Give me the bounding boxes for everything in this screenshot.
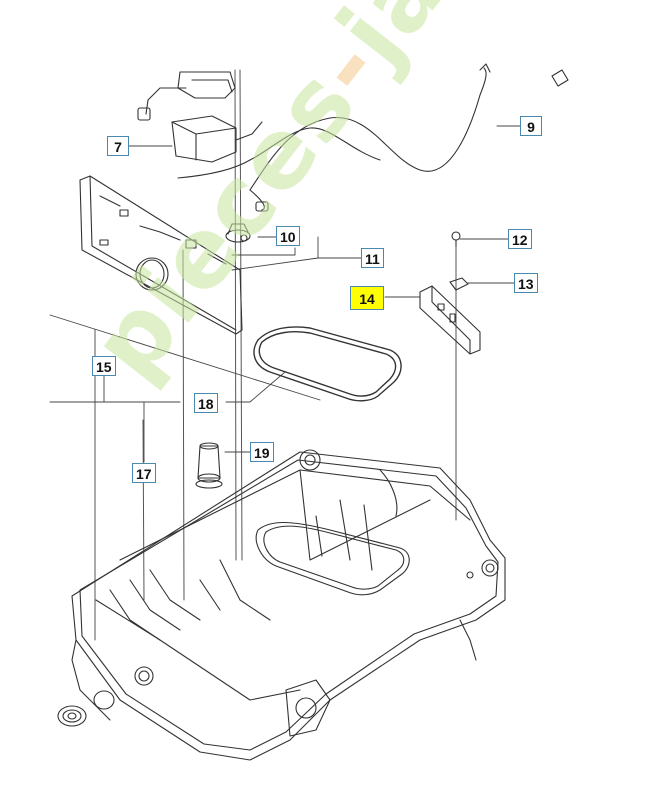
cable-harness-part <box>177 63 569 212</box>
callout-7: 7 <box>107 136 129 156</box>
screw-part <box>451 231 461 247</box>
fan-grille-part <box>57 705 87 727</box>
callout-15: 15 <box>92 356 116 376</box>
callout-18: 18 <box>194 393 218 413</box>
callout-14-highlighted: 14 <box>350 286 384 310</box>
post-part <box>195 442 223 489</box>
callout-17: 17 <box>132 463 156 483</box>
callout-13: 13 <box>514 273 538 293</box>
chassis-body-part <box>71 449 506 761</box>
bracket-part <box>449 277 469 291</box>
gasket-seal-part <box>253 326 402 402</box>
sensor-board-part <box>419 285 481 355</box>
connector-part <box>225 223 251 243</box>
callout-9: 9 <box>520 116 542 136</box>
foam-block-part <box>171 115 263 163</box>
leader-lines <box>49 125 523 463</box>
callout-19: 19 <box>250 442 274 462</box>
callout-11: 11 <box>361 248 384 268</box>
callout-12: 12 <box>508 229 532 249</box>
main-circuit-board-part <box>79 175 243 335</box>
callout-10: 10 <box>276 226 300 246</box>
battery-part <box>137 71 236 121</box>
washer-part <box>93 690 115 710</box>
